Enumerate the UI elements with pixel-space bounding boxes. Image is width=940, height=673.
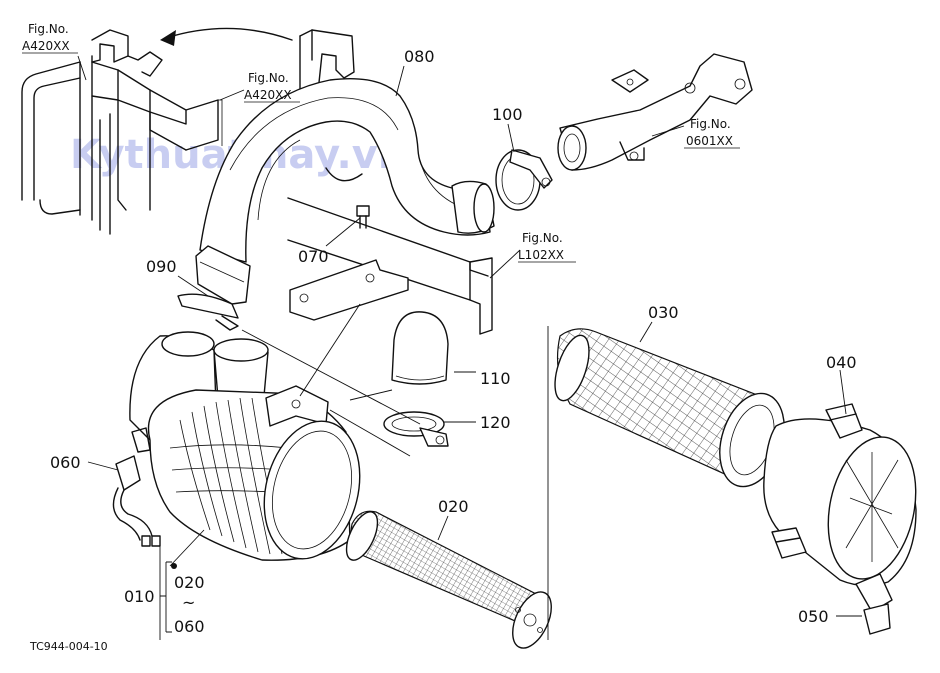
rotation-arrow (160, 27, 293, 46)
part-number-120: 120 (480, 413, 511, 432)
dust-cap-110 (391, 311, 449, 385)
range-marker-dot (171, 563, 177, 569)
part-number-080: 080 (404, 47, 435, 66)
air-cleaner-housing (129, 331, 361, 561)
part-number-020: 020 (438, 497, 469, 516)
fig-ref-0601xx: Fig.No. 0601XX (684, 117, 740, 149)
mounting-frame-bracket (21, 29, 223, 235)
svg-text:0601XX: 0601XX (686, 134, 733, 148)
outer-filter-element-030 (554, 328, 785, 488)
part-number-060: 060 (50, 453, 81, 472)
part-number-110: 110 (480, 369, 511, 388)
mounting-bracket-l102xx (287, 197, 493, 335)
intake-hose-080 (195, 78, 495, 305)
svg-text:Fig.No.: Fig.No. (522, 231, 563, 245)
cleaner-cover-040 (763, 403, 917, 587)
svg-text:Fig.No.: Fig.No. (248, 71, 289, 85)
svg-text:A420XX: A420XX (244, 88, 292, 102)
hose-clamp-090 (177, 293, 239, 331)
intake-pipe-0601xx (557, 53, 753, 171)
range-separator: ~ (182, 593, 195, 612)
svg-text:Fig.No.: Fig.No. (690, 117, 731, 131)
range-end-060: 060 (174, 617, 205, 636)
range-start-020: 020 (174, 573, 205, 592)
part-number-050: 050 (798, 607, 829, 626)
dust-indicator-sensor-060 (112, 455, 161, 547)
part-number-040: 040 (826, 353, 857, 372)
evacuator-valve-050 (855, 573, 893, 635)
fig-ref-a420xx-right: Fig.No. A420XX (244, 71, 300, 103)
svg-text:L102XX: L102XX (518, 248, 564, 262)
hose-clamp-100 (495, 149, 553, 211)
part-number-090: 090 (146, 257, 177, 276)
hose-clamp-120 (383, 411, 449, 447)
fig-ref-a420xx-left: Fig.No. A420XX (22, 22, 78, 54)
leader-lines (77, 55, 862, 633)
drawing-code: TC944-004-10 (29, 640, 108, 653)
part-number-030: 030 (648, 303, 679, 322)
part-number-010: 010 (124, 587, 155, 606)
part-number-070: 070 (298, 247, 329, 266)
part-number-100: 100 (492, 105, 523, 124)
svg-text:A420XX: A420XX (22, 39, 70, 53)
svg-text:Fig.No.: Fig.No. (28, 22, 69, 36)
inner-filter-element-020 (345, 510, 552, 649)
alignment-lines (159, 303, 549, 640)
fig-ref-l102xx: Fig.No. L102XX (518, 231, 576, 263)
